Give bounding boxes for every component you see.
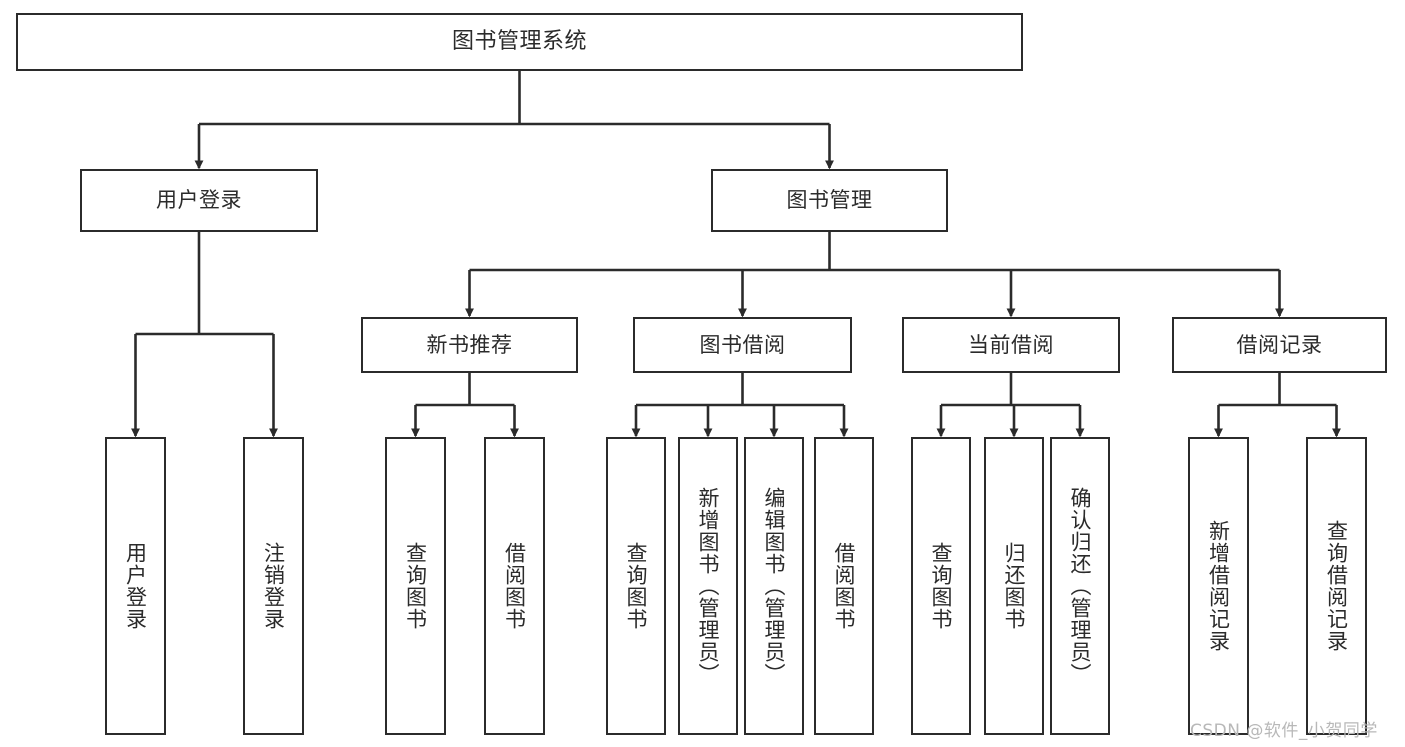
node-leaf-6[interactable]: 新增图书（管理员） [678, 437, 738, 735]
node-leaf-7[interactable]: 编辑图书（管理员） [744, 437, 804, 735]
node-l3-borrow[interactable]: 图书借阅 [633, 317, 852, 373]
node-l3-current[interactable]: 当前借阅 [902, 317, 1120, 373]
node-label: 图书借阅 [699, 332, 786, 357]
node-label: 用户登录 [123, 542, 148, 630]
node-label: 借阅图书 [832, 542, 857, 630]
node-label: 图书管理系统 [451, 29, 587, 55]
node-l3-record[interactable]: 借阅记录 [1172, 317, 1387, 373]
node-leaf-11[interactable]: 确认归还（管理员） [1050, 437, 1110, 735]
node-leaf-1[interactable]: 用户登录 [105, 437, 166, 735]
node-l3-newbook[interactable]: 新书推荐 [361, 317, 578, 373]
node-label: 新增借阅记录 [1206, 520, 1231, 652]
node-label: 当前借阅 [968, 332, 1054, 357]
node-l2-manage[interactable]: 图书管理 [711, 169, 948, 232]
node-root[interactable]: 图书管理系统 [16, 13, 1023, 71]
node-label: 用户登录 [156, 188, 242, 213]
node-leaf-5[interactable]: 查询图书 [606, 437, 666, 735]
node-label: 归还图书 [1002, 542, 1027, 630]
node-label: 新增图书（管理员） [696, 487, 721, 685]
node-label: 确认归还（管理员） [1068, 487, 1093, 685]
node-label: 借阅记录 [1236, 332, 1323, 357]
node-l2-login[interactable]: 用户登录 [80, 169, 318, 232]
node-label: 查询借阅记录 [1324, 520, 1349, 652]
node-label: 查询图书 [403, 542, 428, 630]
node-leaf-13[interactable]: 查询借阅记录 [1306, 437, 1367, 735]
node-leaf-2[interactable]: 注销登录 [243, 437, 304, 735]
node-leaf-4[interactable]: 借阅图书 [484, 437, 545, 735]
node-leaf-9[interactable]: 查询图书 [911, 437, 971, 735]
node-label: 查询图书 [929, 542, 954, 630]
node-label: 查询图书 [624, 542, 649, 630]
node-leaf-8[interactable]: 借阅图书 [814, 437, 874, 735]
node-label: 借阅图书 [502, 542, 527, 630]
node-label: 新书推荐 [426, 332, 513, 357]
node-label: 编辑图书（管理员） [762, 487, 787, 685]
node-label: 注销登录 [261, 542, 286, 630]
node-leaf-10[interactable]: 归还图书 [984, 437, 1044, 735]
node-label: 图书管理 [786, 188, 873, 213]
node-leaf-12[interactable]: 新增借阅记录 [1188, 437, 1249, 735]
node-leaf-3[interactable]: 查询图书 [385, 437, 446, 735]
